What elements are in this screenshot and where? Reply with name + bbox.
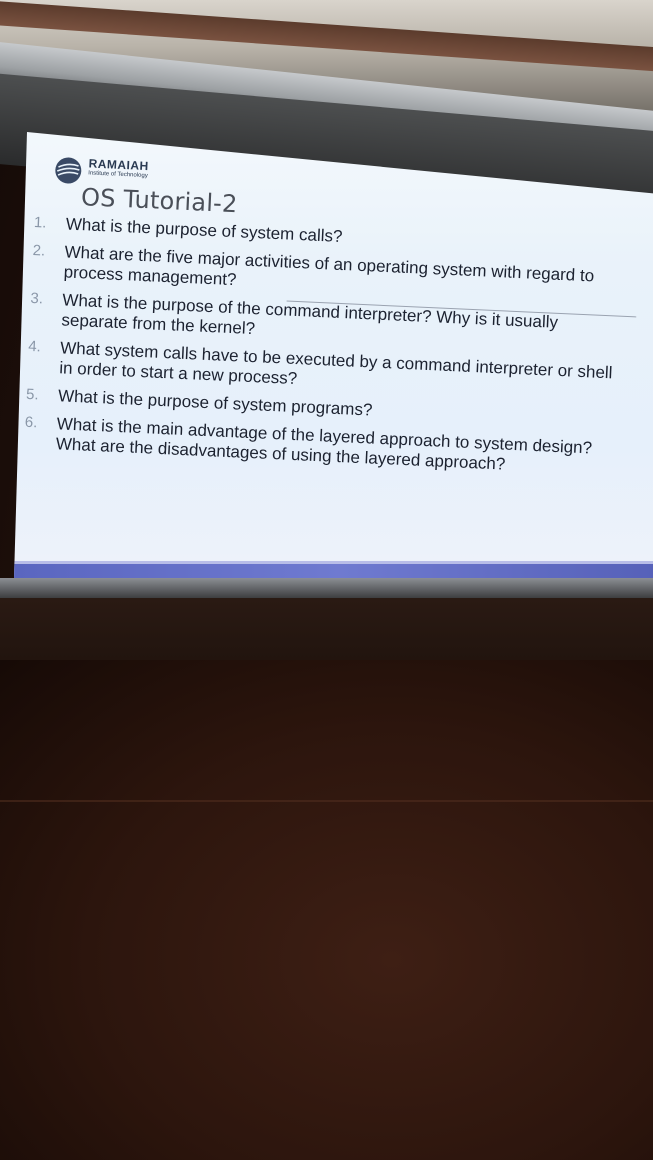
slide-content: RAMAIAH Institute of Technology OS Tutor… [14, 132, 653, 578]
wooden-board [0, 660, 653, 1160]
question-number: 6. [24, 413, 38, 432]
question-number: 3. [30, 289, 44, 308]
question-number: 2. [32, 241, 46, 260]
slide-footer-bar [14, 564, 653, 578]
question-number: 1. [33, 214, 47, 232]
screen-frame-bottom [0, 578, 653, 598]
projected-slide: RAMAIAH Institute of Technology OS Tutor… [14, 132, 653, 578]
board-seam [0, 800, 653, 802]
question-list: 1. What is the purpose of system calls? … [23, 213, 624, 488]
slide-footer-highlight [14, 561, 653, 564]
question-number: 5. [25, 385, 40, 404]
question-number: 4. [27, 337, 42, 356]
ramaiah-logo-icon [55, 157, 82, 184]
slide-title: OS Tutorial-2 [80, 183, 239, 219]
institute-logo: RAMAIAH Institute of Technology [54, 156, 149, 188]
